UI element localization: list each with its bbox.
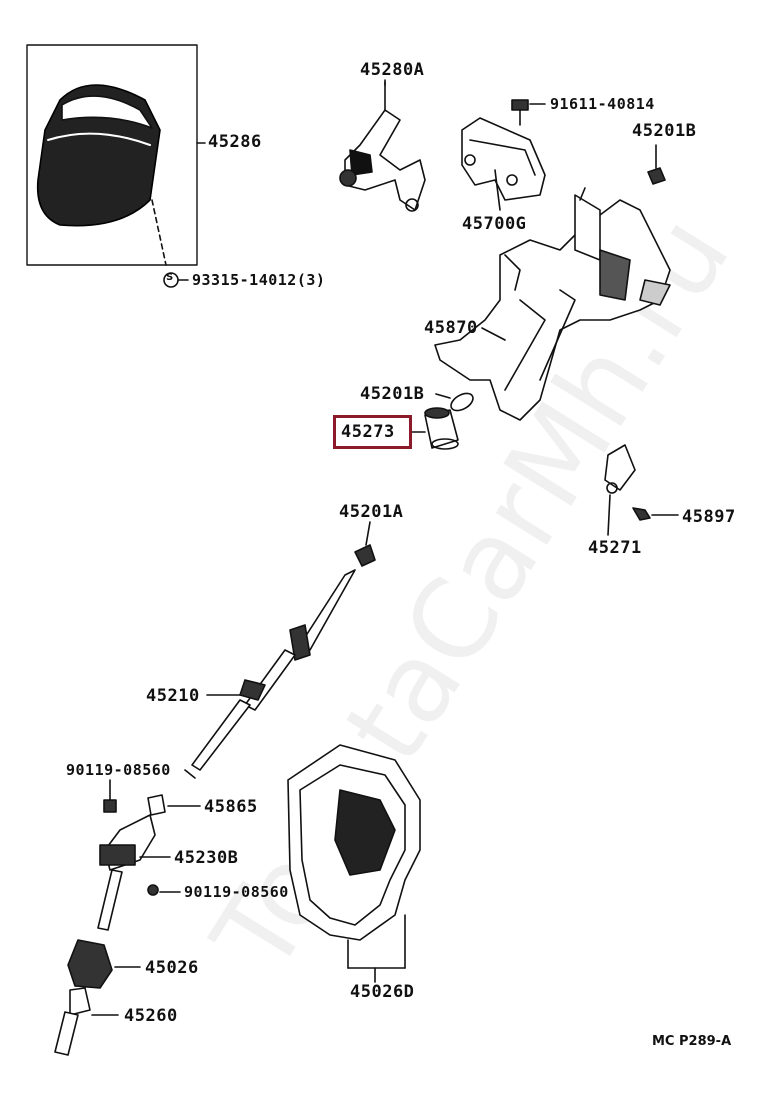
label-45897[interactable]: 45897	[682, 507, 736, 527]
drawing-code: MC P289-A	[652, 1034, 732, 1049]
part-45201B-nut-top	[647, 144, 666, 185]
label-45201B-top[interactable]: 45201B	[632, 121, 697, 141]
part-45230B-joint	[97, 814, 181, 931]
part-45201A-bearing	[354, 521, 376, 567]
label-45271[interactable]: 45271	[588, 538, 642, 558]
part-91611-bolt	[511, 99, 546, 126]
label-45286[interactable]: 45286	[208, 132, 262, 152]
part-45260-yoke	[54, 987, 119, 1056]
label-45280A[interactable]: 45280A	[360, 60, 425, 80]
label-45700G[interactable]: 45700G	[462, 214, 527, 234]
part-45700G-cover	[461, 117, 546, 211]
part-45280A-bracket	[339, 81, 426, 212]
part-45870-column	[434, 187, 671, 421]
label-45026[interactable]: 45026	[145, 958, 199, 978]
label-91611[interactable]: 91611-40814	[550, 95, 655, 113]
part-45026D-cover	[287, 744, 421, 983]
label-45273[interactable]: 45273	[341, 422, 395, 442]
label-45230B[interactable]: 45230B	[174, 848, 239, 868]
label-45870[interactable]: 45870	[424, 318, 478, 338]
part-90119-bolt-a	[103, 779, 117, 813]
label-45865[interactable]: 45865	[204, 797, 258, 817]
part-45026-boot	[67, 939, 141, 989]
label-45210[interactable]: 45210	[146, 686, 200, 706]
part-45201B-ring-mid	[435, 392, 474, 412]
label-45026D[interactable]: 45026D	[350, 982, 415, 1002]
label-45260[interactable]: 45260	[124, 1006, 178, 1026]
highlight-box-45273	[333, 415, 412, 449]
part-45273-bushing	[411, 407, 459, 450]
part-45210-shaft	[184, 569, 356, 779]
label-90119-b[interactable]: 90119-08560	[184, 883, 289, 901]
label-45201B-mid[interactable]: 45201B	[360, 384, 425, 404]
label-45201A[interactable]: 45201A	[339, 502, 404, 522]
part-45865-collar	[147, 794, 201, 816]
part-45271-lever	[604, 444, 679, 536]
part-45286-cover	[26, 44, 198, 266]
screw-symbol-label: S	[166, 272, 174, 283]
label-90119-a[interactable]: 90119-08560	[66, 761, 171, 779]
label-93315[interactable]: 93315-14012(3)	[192, 271, 326, 289]
